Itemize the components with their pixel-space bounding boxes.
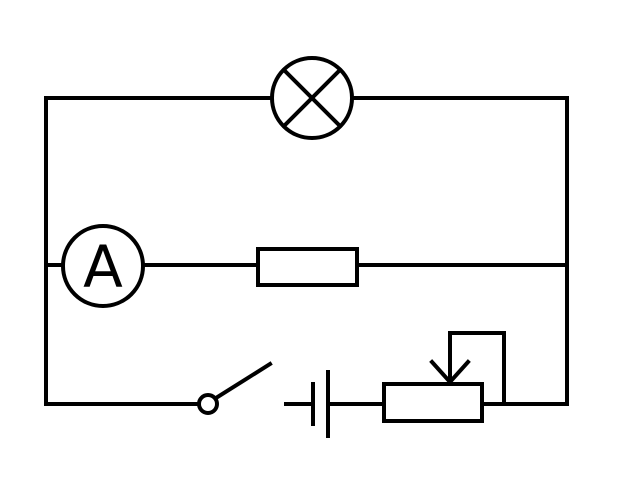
wire-bottom-left: [44, 263, 200, 406]
ammeter-label: A: [83, 233, 123, 301]
battery-cell-icon: [311, 370, 330, 438]
wires: [44, 96, 569, 406]
resistor-rect-icon: [256, 247, 359, 287]
lamp-cross-circle-icon: [270, 56, 354, 140]
ammeter-circle-icon: A: [61, 224, 145, 308]
open-switch-icon: [197, 361, 273, 415]
rheostat-slider-icon: [382, 359, 484, 423]
wire-top-right: [350, 96, 569, 406]
wire-rheostat-slider-lead: [448, 331, 506, 406]
rheostat-arrow-head: [429, 359, 471, 385]
wire-top-left: [44, 96, 274, 269]
